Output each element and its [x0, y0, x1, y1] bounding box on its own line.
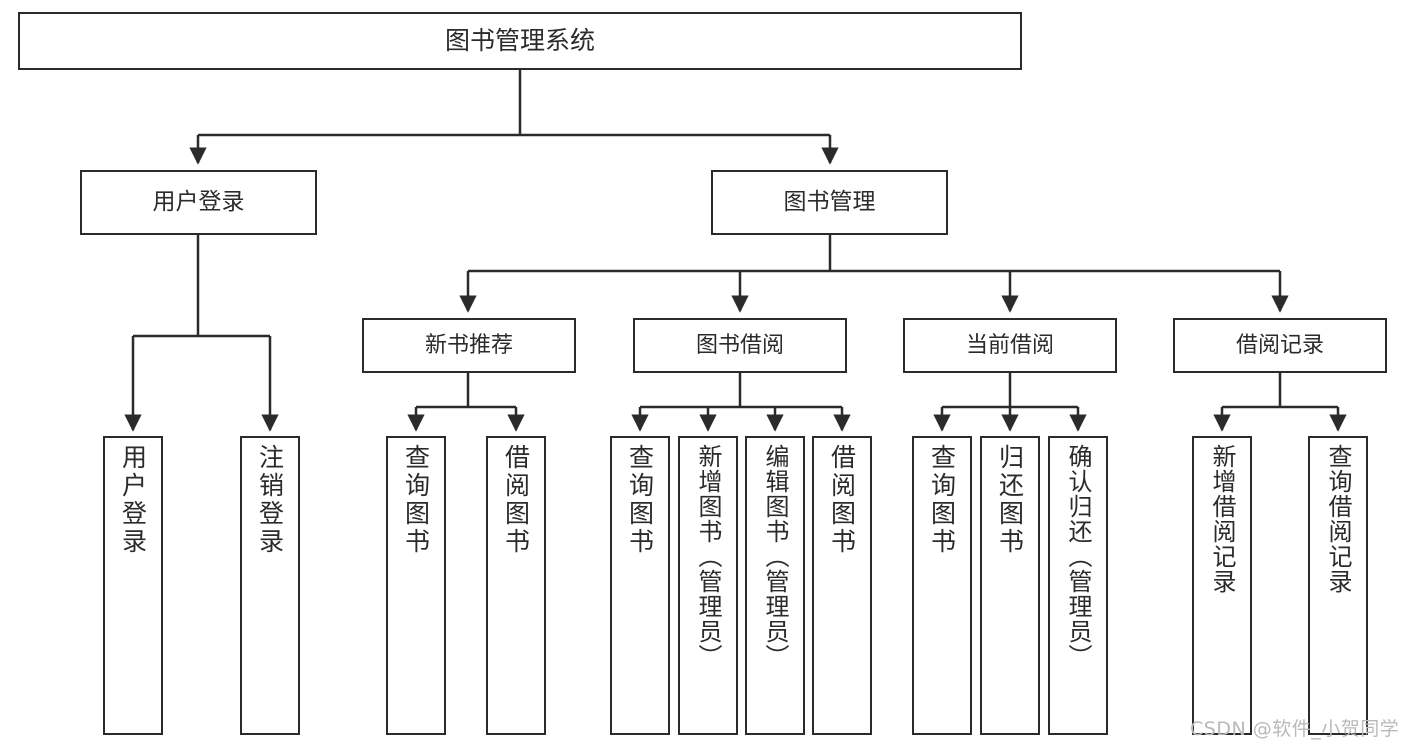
- csdn-watermark: CSDN @软件_小贺同学: [1190, 718, 1400, 740]
- node-book-management[interactable]: 图书管理: [711, 170, 948, 235]
- leaf-borrow-record-add[interactable]: 新增借阅记录: [1192, 436, 1252, 735]
- leaf-book-borrow-edit-admin-label: 编辑图书（管理员）: [761, 444, 789, 669]
- leaf-new-book-borrow[interactable]: 借阅图书: [486, 436, 546, 735]
- leaf-book-borrow-query[interactable]: 查询图书: [610, 436, 670, 735]
- leaf-current-borrow-return[interactable]: 归还图书: [980, 436, 1040, 735]
- leaf-borrow-record-query-label: 查询借阅记录: [1324, 444, 1352, 594]
- node-current-borrow[interactable]: 当前借阅: [903, 318, 1117, 373]
- leaf-book-borrow-edit-admin[interactable]: 编辑图书（管理员）: [745, 436, 805, 735]
- leaf-book-borrow-borrow-label: 借阅图书: [827, 444, 857, 556]
- node-new-book-recommend[interactable]: 新书推荐: [362, 318, 576, 373]
- leaf-book-borrow-add-admin-label: 新增图书（管理员）: [694, 444, 722, 669]
- leaf-current-borrow-query[interactable]: 查询图书: [912, 436, 972, 735]
- node-root-book-management-system[interactable]: 图书管理系统: [18, 12, 1022, 70]
- node-root-label: 图书管理系统: [444, 26, 595, 56]
- node-book-management-label: 图书管理: [783, 188, 876, 215]
- node-book-borrow-label: 图书借阅: [695, 332, 784, 358]
- node-borrow-record[interactable]: 借阅记录: [1173, 318, 1387, 373]
- leaf-book-borrow-query-label: 查询图书: [625, 444, 655, 556]
- leaf-current-borrow-confirm-admin[interactable]: 确认归还（管理员）: [1048, 436, 1108, 735]
- node-book-borrow[interactable]: 图书借阅: [633, 318, 847, 373]
- node-user-login-label: 用户登录: [152, 188, 245, 215]
- leaf-user-login-signout[interactable]: 注销登录: [240, 436, 300, 735]
- node-new-book-recommend-label: 新书推荐: [424, 332, 513, 358]
- leaf-current-borrow-return-label: 归还图书: [995, 444, 1025, 556]
- leaf-new-book-query[interactable]: 查询图书: [386, 436, 446, 735]
- leaf-user-login-signout-label: 注销登录: [255, 444, 285, 556]
- leaf-user-login-signin[interactable]: 用户登录: [103, 436, 163, 735]
- leaf-current-borrow-query-label: 查询图书: [927, 444, 957, 556]
- leaf-new-book-query-label: 查询图书: [401, 444, 431, 556]
- leaf-book-borrow-add-admin[interactable]: 新增图书（管理员）: [678, 436, 738, 735]
- leaf-borrow-record-add-label: 新增借阅记录: [1208, 444, 1236, 594]
- leaf-book-borrow-borrow[interactable]: 借阅图书: [812, 436, 872, 735]
- node-current-borrow-label: 当前借阅: [965, 332, 1054, 358]
- leaf-new-book-borrow-label: 借阅图书: [501, 444, 531, 556]
- leaf-borrow-record-query[interactable]: 查询借阅记录: [1308, 436, 1368, 735]
- leaf-current-borrow-confirm-admin-label: 确认归还（管理员）: [1064, 444, 1092, 669]
- leaf-user-login-signin-label: 用户登录: [118, 444, 148, 556]
- node-user-login[interactable]: 用户登录: [80, 170, 317, 235]
- node-borrow-record-label: 借阅记录: [1235, 332, 1324, 358]
